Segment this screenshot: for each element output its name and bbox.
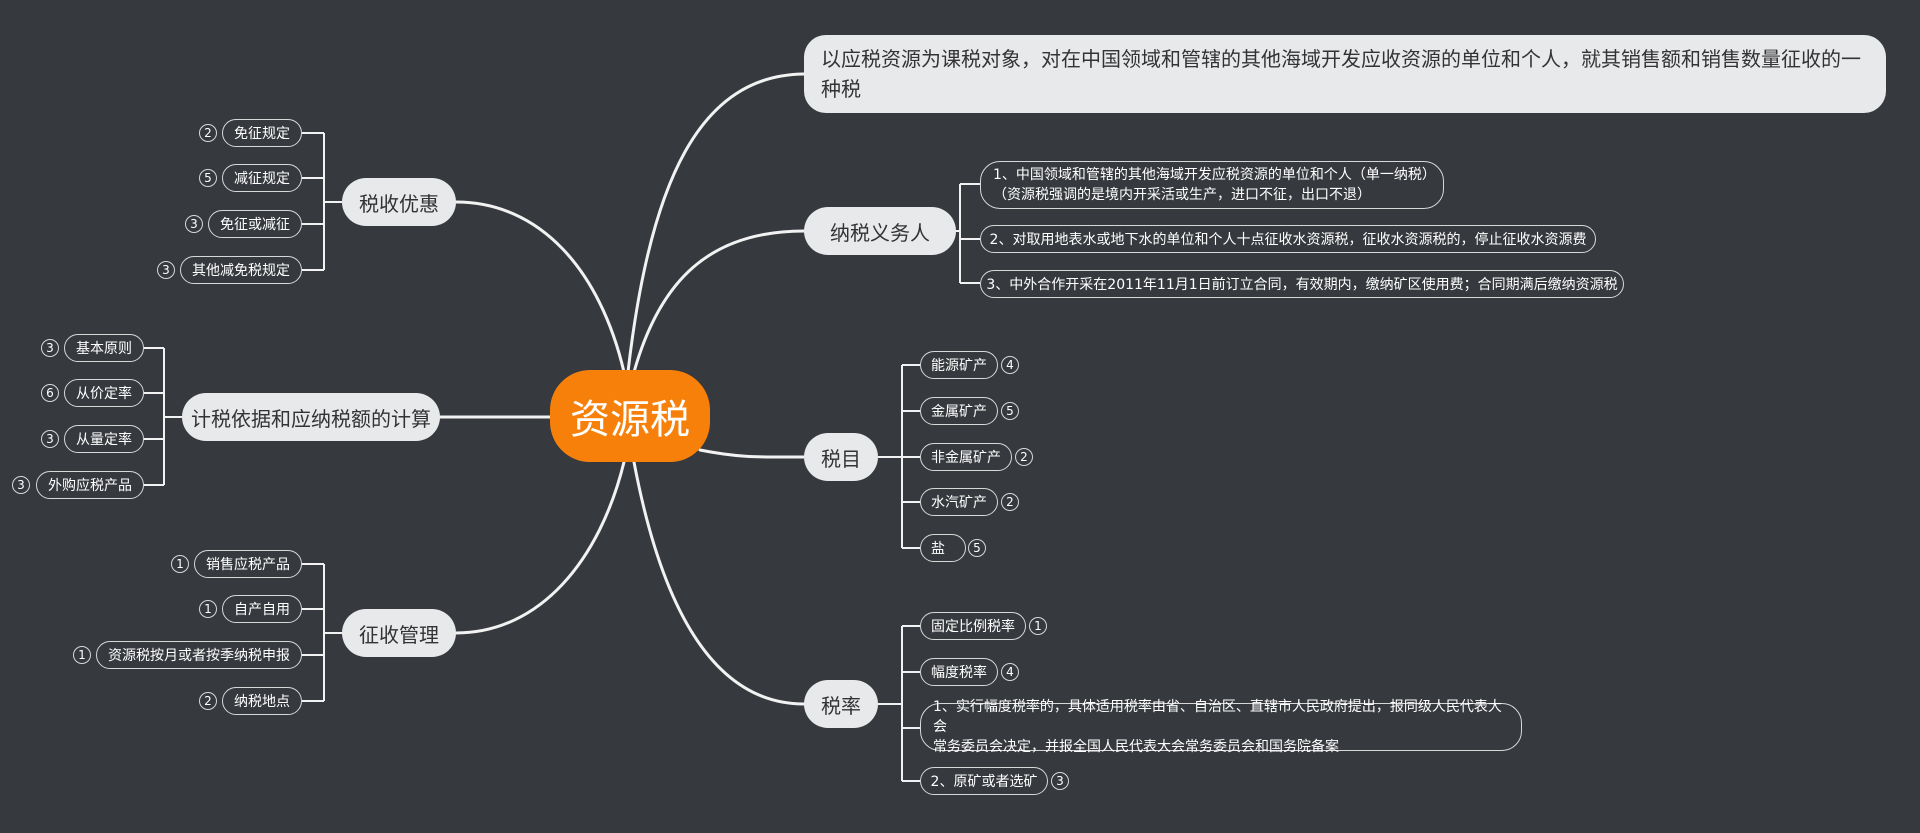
admin-self-use[interactable]: 自产自用 <box>222 595 302 623</box>
connector-taxpayer <box>632 229 806 374</box>
taxpayer-node[interactable]: 纳税义务人 <box>804 207 956 255</box>
tax-rate-node[interactable]: 税率 <box>804 680 878 728</box>
count-badge: 4 <box>1001 663 1019 681</box>
admin-location[interactable]: 纳税地点 <box>222 687 302 715</box>
count-badge: 2 <box>199 124 217 142</box>
connector-administration <box>454 460 626 635</box>
central-topic[interactable]: 资源税 <box>550 370 710 462</box>
preferential-exempt-or-reduce[interactable]: 免征或减征 <box>208 210 302 238</box>
count-badge: 6 <box>41 384 59 402</box>
count-badge: 3 <box>185 215 203 233</box>
rate-ore[interactable]: 2、原矿或者选矿 <box>920 767 1048 795</box>
count-badge: 3 <box>41 430 59 448</box>
rate-range-note[interactable]: 1、实行幅度税率的，具体适用税率由省、自治区、直辖市人民政府提出，报同级人民代表… <box>920 699 1522 755</box>
count-badge: 1 <box>171 555 189 573</box>
tax-item-water-gas[interactable]: 水汽矿产 <box>920 488 998 516</box>
count-badge: 2 <box>199 692 217 710</box>
tax-item-metal[interactable]: 金属矿产 <box>920 397 998 425</box>
tax-administration-node[interactable]: 征收管理 <box>342 609 456 657</box>
tax-basis-node[interactable]: 计税依据和应纳税额的计算 <box>182 393 440 441</box>
count-badge: 2 <box>1015 448 1033 466</box>
count-badge: 3 <box>12 476 30 494</box>
preferential-exempt[interactable]: 免征规定 <box>222 119 302 147</box>
preferential-other[interactable]: 其他减免税规定 <box>180 256 302 284</box>
count-badge: 1 <box>1029 617 1047 635</box>
tax-item-salt[interactable]: 盐 <box>920 534 966 562</box>
tax-item-energy[interactable]: 能源矿产 <box>920 351 998 379</box>
rate-fixed[interactable]: 固定比例税率 <box>920 612 1026 640</box>
definition-node[interactable]: 以应税资源为课税对象，对在中国领域和管辖的其他海域开发应收资源的单位和个人，就其… <box>804 35 1886 113</box>
count-badge: 3 <box>41 339 59 357</box>
basis-ad-valorem[interactable]: 从价定率 <box>64 379 144 407</box>
taxpayer-item-2[interactable]: 2、对取用地表水或地下水的单位和个人十点征收水资源税，征收水资源税的，停止征收水… <box>980 225 1596 253</box>
taxpayer-item-1[interactable]: 1、中国领域和管辖的其他海域开发应税资源的单位和个人（单一纳税） （资源税强调的… <box>980 161 1444 209</box>
count-badge: 1 <box>199 600 217 618</box>
connector-definition <box>626 72 806 374</box>
count-badge: 5 <box>1001 402 1019 420</box>
connector-items <box>698 448 806 459</box>
basis-specific[interactable]: 从量定率 <box>64 425 144 453</box>
admin-sales[interactable]: 销售应税产品 <box>194 550 302 578</box>
count-badge: 5 <box>199 169 217 187</box>
rate-range[interactable]: 幅度税率 <box>920 658 998 686</box>
basis-principle[interactable]: 基本原则 <box>64 334 144 362</box>
tax-items-node[interactable]: 税目 <box>804 433 878 481</box>
basis-purchased[interactable]: 外购应税产品 <box>36 471 144 499</box>
connector-preferential <box>454 200 626 374</box>
tax-preferential-node[interactable]: 税收优惠 <box>342 178 456 226</box>
preferential-reduce[interactable]: 减征规定 <box>222 164 302 192</box>
taxpayer-item-3[interactable]: 3、中外合作开采在2011年11月1日前订立合同，有效期内，缴纳矿区使用费；合同… <box>980 270 1624 298</box>
count-badge: 3 <box>157 261 175 279</box>
tax-item-nonmetal[interactable]: 非金属矿产 <box>920 443 1012 471</box>
count-badge: 2 <box>1001 493 1019 511</box>
count-badge: 1 <box>73 646 91 664</box>
admin-filing[interactable]: 资源税按月或者按季纳税申报 <box>96 641 302 669</box>
connector-rate <box>632 460 806 706</box>
count-badge: 5 <box>968 539 986 557</box>
count-badge: 4 <box>1001 356 1019 374</box>
count-badge: 3 <box>1051 772 1069 790</box>
